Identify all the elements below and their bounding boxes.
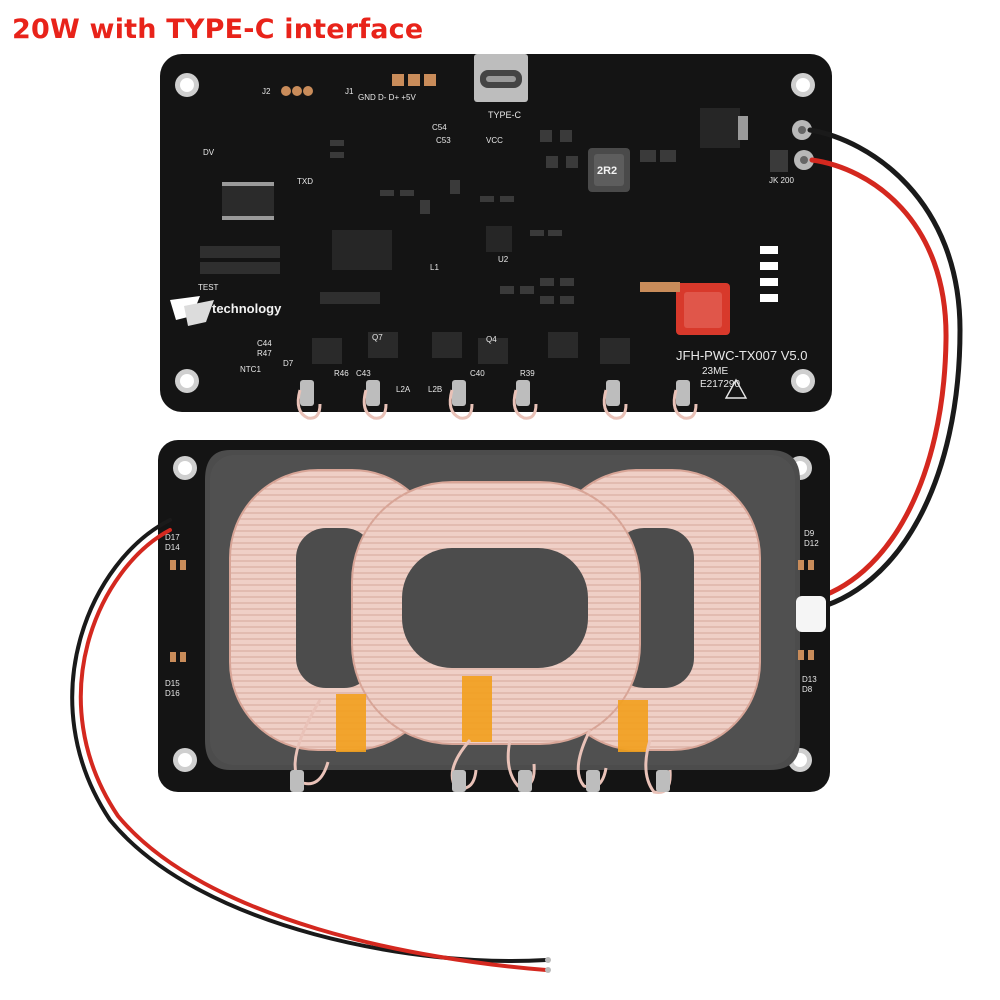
power-cable-right [807, 127, 963, 613]
coil-center [351, 481, 641, 745]
coil-bottom-tabs [290, 770, 670, 792]
label-d7: D7 [283, 359, 294, 368]
power-terminals [792, 120, 814, 170]
label-c40: C40 [470, 369, 485, 378]
usb-c-connector [474, 54, 528, 102]
label-c43: C43 [356, 369, 371, 378]
coil-solder-tabs [300, 380, 690, 406]
brand-text: technology [212, 301, 282, 316]
controller-board: TYPE-C GND D- D+ +5V J1 J2 2R2 [160, 54, 832, 420]
image-caption: 20W with TYPE-C interface [12, 14, 424, 45]
label-c44: C44 [257, 339, 272, 348]
label-d17: D17 [165, 533, 180, 542]
label-d8: D8 [802, 685, 813, 694]
coil-lead-loops [296, 389, 698, 420]
label-test: TEST [198, 283, 219, 292]
label-vcc: VCC [486, 136, 503, 145]
regulator-chip [700, 108, 740, 148]
mounting-holes [175, 73, 815, 393]
label-d14: D14 [165, 543, 180, 552]
label-ntc1: NTC1 [240, 365, 261, 374]
label-d12: D12 [804, 539, 819, 548]
label-c53: C53 [436, 136, 451, 145]
label-l2a: L2A [396, 385, 411, 394]
inductor-marking: 2R2 [597, 165, 617, 177]
label-dv: DV [203, 148, 215, 157]
label-r46: R46 [334, 369, 349, 378]
connector-pin-labels: GND D- D+ +5V [358, 93, 416, 102]
label-l2b: L2B [428, 385, 442, 394]
label-j1: J1 [345, 87, 354, 96]
cert-code: E217290 [700, 379, 740, 390]
power-cable-left [70, 518, 551, 973]
label-jk: JK 200 [769, 176, 794, 185]
label-r47: R47 [257, 349, 272, 358]
board-model: JFH-PWC-TX007 V5.0 [676, 348, 807, 363]
label-q4: Q4 [486, 335, 497, 344]
ic-controller [222, 182, 274, 220]
mosfet-row [312, 332, 630, 364]
label-l1: L1 [430, 263, 439, 272]
label-u2: U2 [498, 255, 509, 264]
regulator-tab [738, 116, 748, 140]
usb-label: TYPE-C [488, 110, 522, 120]
date-code: 23ME [702, 366, 728, 377]
status-leds [170, 560, 814, 662]
red-film-capacitor [676, 283, 730, 335]
label-d16: D16 [165, 689, 180, 698]
smd-components [200, 130, 788, 304]
label-txd: TXD [297, 177, 313, 186]
label-q7: Q7 [372, 333, 383, 342]
esd-warning-icon [724, 378, 748, 399]
power-inductor [588, 148, 630, 192]
label-d13: D13 [802, 675, 817, 684]
label-d15: D15 [165, 679, 180, 688]
header-pads [281, 74, 436, 96]
label-r39: R39 [520, 369, 535, 378]
cable-clip [796, 596, 826, 632]
label-j2: J2 [262, 87, 271, 96]
coil-board: D17 D14 D15 D16 D9 D12 D13 D8 [158, 440, 830, 795]
capacitor-pad [640, 282, 680, 292]
label-d9: D9 [804, 529, 815, 538]
coil-board-holes [173, 456, 812, 772]
kapton-tapes [336, 676, 648, 752]
label-c54: C54 [432, 123, 447, 132]
brand-logo [170, 296, 214, 326]
